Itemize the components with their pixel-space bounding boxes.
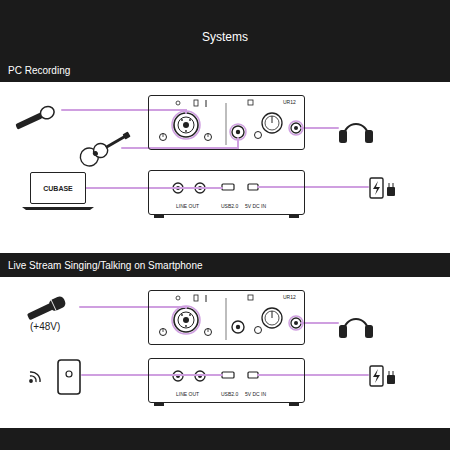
cable <box>301 322 338 324</box>
guitar-icon <box>91 141 110 160</box>
jack-highlight <box>172 111 303 334</box>
header-bar <box>0 0 450 58</box>
condenser-mic-icon <box>27 303 54 320</box>
footer-bar <box>0 428 450 450</box>
cable <box>258 186 368 188</box>
headphones-icon <box>340 124 372 337</box>
condenser-mic-icon <box>26 295 67 323</box>
phantom-power-note: (+48V) <box>30 322 60 332</box>
laptop-screen: CUBASE <box>30 172 86 204</box>
rear-panel: LINE OUT USB2.0 5V DC IN <box>148 358 305 403</box>
panel-label: 5V DC IN <box>245 204 266 209</box>
rear-panel-2 <box>154 371 299 406</box>
section-heading: Live Stream Singing/Talking on Smartphon… <box>8 260 203 271</box>
wifi-icon <box>30 376 36 382</box>
panel-label: UR12 <box>283 295 296 300</box>
guitar-icon <box>92 150 99 157</box>
section-heading: PC Recording <box>8 65 70 76</box>
front-panel: UR12 <box>148 290 305 345</box>
headphones-icon <box>344 124 368 136</box>
power-icon <box>370 178 395 386</box>
jack-highlight <box>289 121 303 135</box>
condenser-mic-icon <box>51 300 56 311</box>
panel-label: LINE OUT <box>176 392 199 397</box>
headphones-icon <box>340 326 346 337</box>
headphones-icon <box>366 326 372 337</box>
usb-cable <box>86 187 148 189</box>
power-icon <box>393 371 394 375</box>
cable <box>301 127 338 129</box>
power-icon <box>387 187 395 196</box>
laptop-base <box>22 207 94 210</box>
smartphone-icon <box>58 360 80 394</box>
smartphone-icon <box>66 371 72 377</box>
front-panel-2 <box>160 295 302 340</box>
wifi-icon <box>30 380 32 382</box>
cable <box>80 307 186 308</box>
guitar-icon <box>77 126 134 169</box>
panel-label: USB2.0 <box>221 392 238 397</box>
rear-panel: LINE OUT USB2.0 5V DC IN <box>148 170 305 215</box>
panel-label: 5V DC IN <box>245 392 266 397</box>
jack-highlight <box>172 111 200 139</box>
cable <box>148 187 222 189</box>
wifi-icon <box>30 372 40 382</box>
panel-label: LINE OUT <box>176 204 199 209</box>
power-icon <box>373 181 380 195</box>
guitar-icon <box>122 131 130 139</box>
power-icon <box>370 366 383 386</box>
laptop-base <box>22 207 94 210</box>
headphones-icon <box>344 319 368 331</box>
power-icon <box>373 369 380 383</box>
panel-label: USB2.0 <box>221 204 238 209</box>
microphone-icon <box>15 112 43 129</box>
software-name: CUBASE <box>43 185 73 192</box>
smartphone-icon <box>58 360 80 394</box>
jack-highlight <box>172 306 200 334</box>
front-panel-1 <box>160 100 302 145</box>
power-icon <box>387 375 395 384</box>
front-panel: UR12 <box>148 95 305 150</box>
front-panel-1 <box>160 100 302 145</box>
front-panel-2 <box>160 295 302 340</box>
jack-highlight <box>230 124 246 140</box>
power-icon <box>393 183 394 187</box>
headphones-icon <box>366 131 372 142</box>
rear-panel-2 <box>154 371 299 406</box>
microphone-icon <box>14 104 56 132</box>
microphone-icon <box>38 104 56 121</box>
section-band: Live Stream Singing/Talking on Smartphon… <box>0 253 450 277</box>
condenser-mic-icon <box>47 295 67 313</box>
power-icon <box>389 183 390 187</box>
section-band: PC Recording <box>0 58 450 82</box>
power-icon <box>370 178 383 198</box>
cable <box>82 374 222 376</box>
header-bar <box>0 0 450 58</box>
cable <box>122 138 238 148</box>
power-icon <box>389 371 390 375</box>
wifi-icon <box>30 372 40 382</box>
footer-bar <box>0 428 450 450</box>
cable <box>258 374 368 376</box>
headphones-icon <box>340 131 346 142</box>
cable <box>62 110 186 113</box>
jack-highlight <box>289 316 303 330</box>
guitar-icon <box>105 135 126 149</box>
panel-label: UR12 <box>283 100 296 105</box>
page-title: Systems <box>0 31 450 44</box>
